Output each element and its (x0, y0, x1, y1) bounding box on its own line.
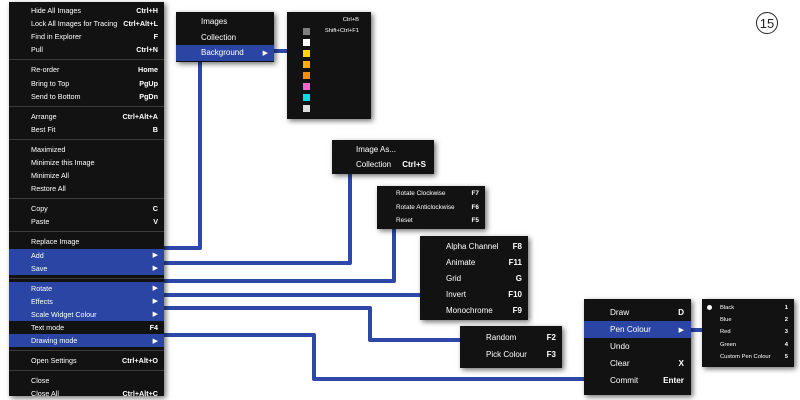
menu-item-close[interactable]: Close (31, 376, 50, 386)
drawing-pen-colour-item[interactable]: Pen Colour▶ (584, 321, 691, 338)
save-image-as-item[interactable]: Image As... (356, 145, 397, 154)
menu-item-effects[interactable]: Effects▶ (9, 294, 164, 308)
add-background-item[interactable]: Background▶ (176, 45, 274, 61)
add-images-item[interactable]: Images (201, 17, 228, 27)
menu-item-scale-widget-colour[interactable]: Scale Widget Colour▶ (9, 307, 164, 321)
menu-separator (9, 231, 164, 233)
menu-separator (9, 138, 164, 140)
connector-scale (164, 306, 460, 342)
background-swatch-3[interactable] (303, 50, 310, 57)
menu-item-add[interactable]: Add▶ (9, 248, 164, 262)
menu-item-maximized[interactable]: Maximized (31, 144, 66, 154)
chevron-right-icon: ▶ (152, 311, 158, 319)
drawing-undo-item[interactable]: Undo (610, 342, 630, 351)
step-number-badge: 15 (756, 12, 778, 34)
menu-item-restore-all[interactable]: Restore All (31, 184, 66, 194)
menu-separator (9, 370, 164, 372)
menu-item-minimize-this-image[interactable]: Minimize this Image (31, 157, 95, 167)
background-swatch-2[interactable] (303, 39, 310, 46)
menu-item-replace-image[interactable]: Replace Image (31, 237, 80, 247)
background-swatch-4[interactable] (303, 61, 310, 68)
background-shortcut-ctrl-b: Ctrl+B (342, 17, 359, 23)
chevron-right-icon: ▶ (152, 252, 158, 260)
background-swatch-6[interactable] (303, 83, 310, 90)
chevron-right-icon: ▶ (152, 285, 158, 293)
background-swatch-8[interactable] (303, 105, 310, 112)
menu-item-save[interactable]: Save▶ (9, 261, 164, 275)
background-swatch-7[interactable] (303, 94, 310, 101)
background-shortcut-shift-ctrl-f1: Shift+Ctrl+F1 (324, 28, 359, 34)
connector-save (164, 174, 352, 265)
connector-add (164, 62, 202, 250)
chevron-right-icon: ▶ (152, 298, 158, 306)
menu-item-rotate[interactable]: Rotate▶ (9, 281, 164, 295)
chevron-right-icon: ▶ (262, 49, 268, 57)
step-number: 15 (759, 15, 775, 31)
chevron-right-icon: ▶ (152, 265, 158, 273)
menu-item-drawing-mode[interactable]: Drawing mode▶ (9, 334, 164, 348)
menu-item-minimize-all[interactable]: Minimize All (31, 171, 69, 181)
radio-selected-icon (707, 305, 712, 310)
menu-separator (9, 350, 164, 352)
background-swatch-1[interactable] (303, 28, 310, 35)
menu-separator (9, 198, 164, 200)
background-swatch-5[interactable] (303, 72, 310, 79)
chevron-right-icon: ▶ (152, 337, 158, 345)
connector-rotate (164, 229, 396, 283)
menu-separator (9, 277, 164, 279)
background-submenu: Ctrl+B Shift+Ctrl+F1 (287, 12, 371, 119)
add-submenu: Images Collection Background▶ (176, 12, 274, 62)
chevron-right-icon: ▶ (678, 326, 684, 334)
add-collection-item[interactable]: Collection (201, 32, 237, 42)
menu-separator (9, 59, 164, 61)
menu-separator (9, 105, 164, 107)
